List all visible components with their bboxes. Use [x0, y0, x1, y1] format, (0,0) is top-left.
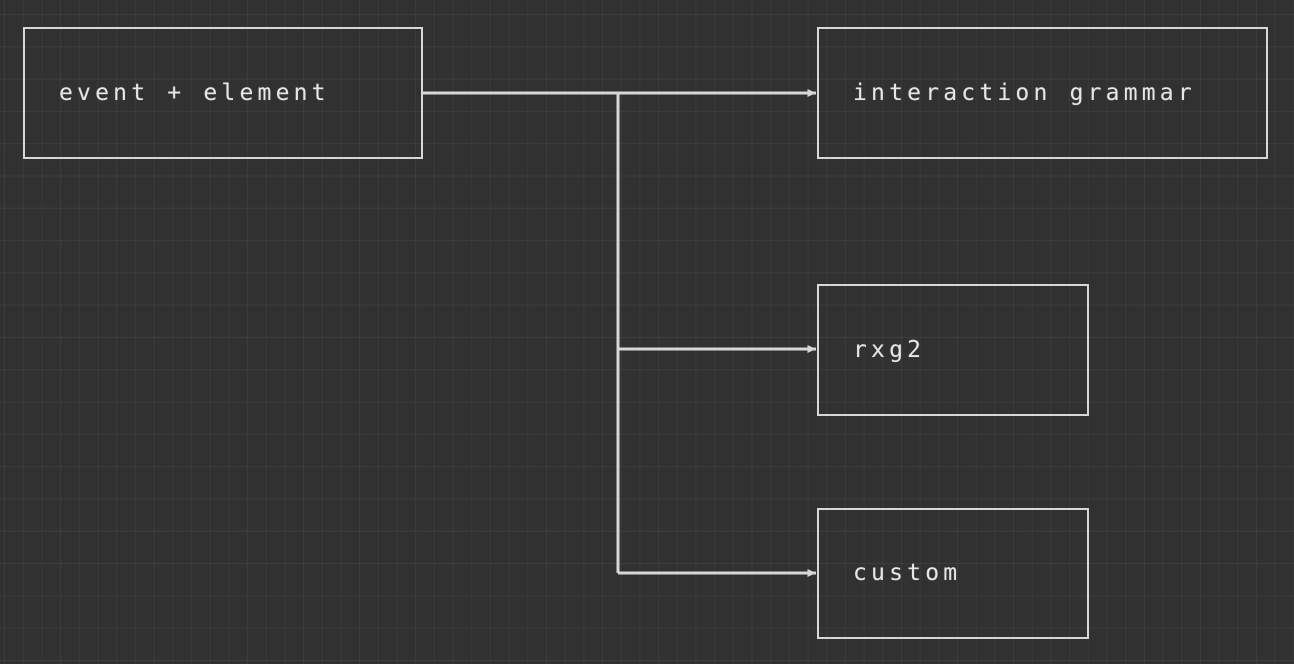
node-event-element-label: event + element: [59, 79, 330, 106]
node-custom-label: custom: [853, 560, 962, 586]
node-interaction-grammar[interactable]: interaction grammar: [817, 27, 1268, 159]
node-rxg2[interactable]: rxg2: [817, 284, 1089, 416]
node-custom[interactable]: custom: [817, 508, 1089, 639]
node-event-element[interactable]: event + element: [23, 27, 423, 159]
node-interaction-grammar-label: interaction grammar: [853, 79, 1196, 106]
node-rxg2-label: rxg2: [853, 336, 926, 363]
